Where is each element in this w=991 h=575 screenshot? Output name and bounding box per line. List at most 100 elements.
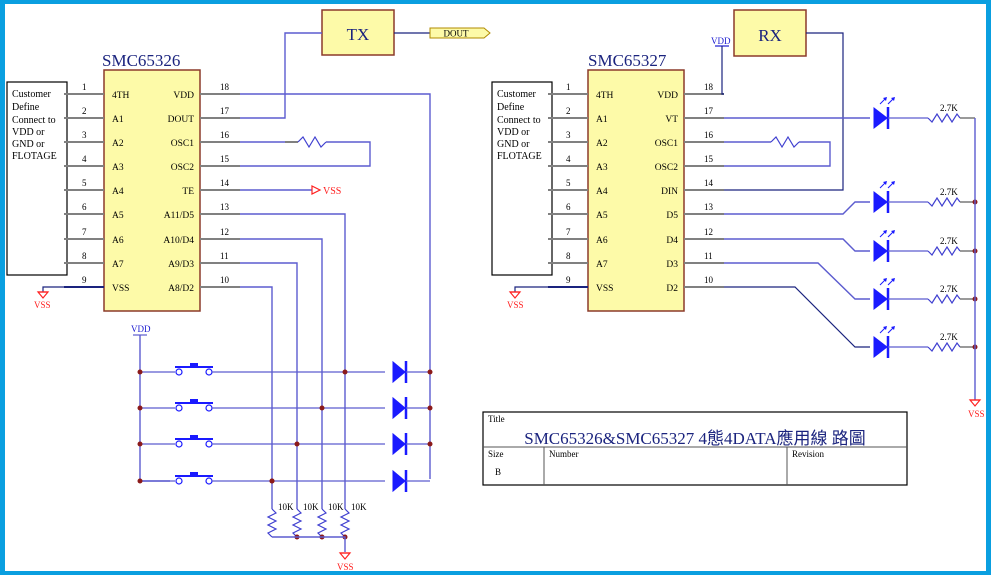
- tx-pin-number: 17: [220, 106, 230, 116]
- tx-pin-name: A10/D4: [163, 236, 194, 246]
- resistor-icon: [927, 112, 961, 124]
- rx-pin-number: 8: [566, 251, 571, 261]
- rx-customer-line: Define: [497, 102, 525, 113]
- rx-pin-name: D2: [666, 284, 678, 294]
- pulldown-resistor: 10K: [266, 502, 294, 538]
- push-button-switch-icon[interactable]: [175, 472, 213, 485]
- led-resistor-label: 2.7K: [940, 187, 958, 197]
- pulldown-bottom-bus: [272, 536, 346, 552]
- wire-d2: [240, 286, 273, 509]
- tx-pin-name: VSS: [112, 284, 129, 294]
- switch-row: [137, 469, 430, 493]
- diode-icon: [392, 360, 408, 384]
- rx-module[interactable]: [733, 9, 807, 57]
- tx-pin-number: 15: [220, 154, 230, 164]
- rx-pin-number: 12: [704, 227, 713, 237]
- wire-rx-d5: [724, 201, 870, 215]
- tx-customer-line: Connect to: [12, 115, 56, 126]
- wire-rx-d4: [724, 238, 870, 252]
- tx-pin-number: 4: [82, 154, 87, 164]
- rx-customer-line: Customer: [497, 89, 537, 100]
- wire-dout-tx: [240, 32, 322, 119]
- tx-pin-number: 2: [82, 106, 87, 116]
- diode-icon: [392, 396, 408, 420]
- rx-pin-name: VSS: [596, 284, 613, 294]
- dout-port-label: DOUT: [444, 29, 469, 39]
- rx-pin-number: 3: [566, 130, 571, 140]
- te-vss-arrow-icon: [311, 185, 322, 195]
- tx-module-label: TX: [347, 25, 370, 44]
- push-button-switch-icon[interactable]: [175, 399, 213, 412]
- rx-vss-wire: [514, 286, 549, 292]
- tx-customer-line: Customer: [12, 89, 52, 100]
- number-label: Number: [549, 449, 579, 459]
- rx-pin-name: OSC1: [655, 139, 678, 149]
- resistor-icon: [339, 508, 351, 538]
- tx-pin-number: 9: [82, 275, 87, 285]
- rx-osc-resistor: [770, 135, 800, 149]
- tx-customer-line: FLOTAGE: [12, 151, 57, 162]
- tx-customer-text: Customer Define Connect to VDD or GND or…: [12, 89, 57, 162]
- tx-module[interactable]: [321, 9, 395, 56]
- osc-resistor: [297, 135, 327, 149]
- pulldown-resistor-label: 10K: [351, 502, 367, 512]
- rx-pin-name: 4TH: [596, 91, 614, 101]
- led-icon: [873, 278, 895, 311]
- led-resistor-label: 2.7K: [940, 103, 958, 113]
- rx-pin-number: 17: [704, 106, 714, 116]
- tx-pin-name: A4: [112, 187, 124, 197]
- rx-customer-line: GND or: [497, 139, 530, 150]
- rx-pin-name: A7: [596, 260, 608, 270]
- wire-rx-din: [724, 32, 844, 191]
- push-button-switch-icon[interactable]: [175, 363, 213, 376]
- tx-pin-name: VDD: [173, 91, 194, 101]
- junction-dot: [342, 369, 348, 375]
- resistor-icon: [316, 508, 328, 538]
- rx-pin-number: 4: [566, 154, 571, 164]
- tx-customer-line: VDD or: [12, 127, 45, 138]
- wire-vdd-bus: [240, 93, 431, 479]
- rx-pin-number: 16: [704, 130, 714, 140]
- tx-pin-number: 10: [220, 275, 230, 285]
- rx-pin-name: A5: [596, 211, 608, 221]
- tx-pin-number: 14: [220, 178, 230, 188]
- tx-customer-box: [6, 81, 68, 276]
- led-channel: 2.7K: [873, 326, 978, 359]
- wire-osc2: [240, 141, 371, 167]
- junction-dot: [137, 441, 143, 447]
- junction-dot: [427, 405, 433, 411]
- rx-pin-name: A4: [596, 187, 608, 197]
- led-channel: 2.7K: [873, 230, 978, 263]
- wire-d4: [240, 238, 323, 509]
- wire-rx-d2: [724, 286, 870, 348]
- tx-pin-number: 6: [82, 202, 87, 212]
- tx-customer-line: GND or: [12, 139, 45, 150]
- led-icon: [873, 326, 895, 359]
- tx-pin-number: 11: [220, 251, 229, 261]
- tx-chip-body[interactable]: [103, 69, 201, 312]
- junction-dot: [137, 478, 143, 484]
- rx-pin-number: 14: [704, 178, 714, 188]
- pulldown-resistor-label: 10K: [278, 502, 294, 512]
- rx-pin-number: 9: [566, 275, 571, 285]
- led-channel: 2.7K: [873, 97, 975, 130]
- tx-pin-number: 16: [220, 130, 230, 140]
- junction-dot: [137, 369, 143, 375]
- rx-customer-line: Connect to: [497, 115, 541, 126]
- title-label: Title: [488, 414, 505, 424]
- dout-port[interactable]: [429, 27, 491, 39]
- diode-icon: [392, 432, 408, 456]
- tx-pin-number: 1: [82, 82, 87, 92]
- tx-pin-name: 4TH: [112, 91, 130, 101]
- push-button-switch-icon[interactable]: [175, 435, 213, 448]
- tx-pin-name: A6: [112, 236, 124, 246]
- tx-pin-name: A9/D3: [168, 260, 194, 270]
- junction-dot: [427, 369, 433, 375]
- size-value: B: [495, 467, 501, 477]
- rx-customer-text: Customer Define Connect to VDD or GND or…: [497, 89, 542, 162]
- led-icon: [873, 97, 895, 130]
- switch-row: [137, 396, 433, 420]
- resistor-icon: [291, 508, 303, 538]
